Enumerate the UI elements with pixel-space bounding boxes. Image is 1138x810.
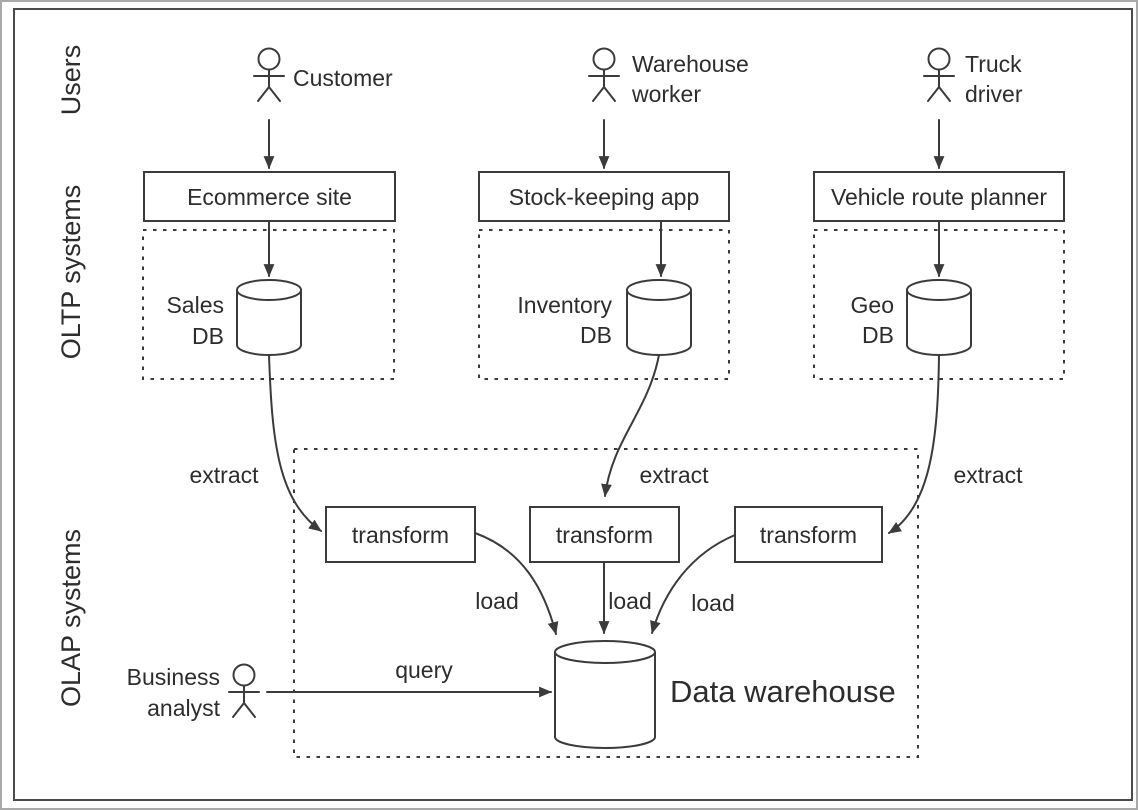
customer-stick-figure [253,47,285,102]
truck-driver-label-line2: driver [965,81,1023,107]
load-label-2: load [608,588,651,614]
transform2-label: transform [556,522,653,548]
row-label-olap-systems: OLAP systems [56,529,86,707]
sales-db-label-line2: DB [192,323,224,349]
inventory-db-label-line2: DB [580,322,612,348]
extract-label-3: extract [953,462,1023,488]
stock-keeping-app-node: Stock-keeping app [478,171,730,222]
ecommerce-site-box [143,171,396,222]
transform3-box [734,506,883,563]
arrow-extract-geo-to-transform3 [888,354,940,534]
extract-label-2: extract [639,462,709,488]
customer-label: Customer [293,65,393,91]
transform2-node: transform [529,506,680,563]
diagram-frame [13,8,1133,801]
geo-db-label-line2: DB [862,322,894,348]
load-label-1: load [475,588,518,614]
truck-driver-label-line1: Truck [965,51,1022,77]
row-label-users: Users [56,45,86,116]
data-warehouse-cylinder [554,640,656,749]
warehouse-worker-label-line2: worker [631,81,701,107]
query-label: query [395,657,453,683]
extract-label-1: extract [189,462,259,488]
transform3-node: transform [734,506,883,563]
warehouse-worker-label-line1: Warehouse [632,51,749,77]
business-analyst-stick-figure [228,663,260,718]
arrow-load-transform3-to-warehouse [650,534,736,635]
olap-dashed-box [293,448,919,758]
ecommerce-site-node: Ecommerce site [143,171,396,222]
arrow-load-transform1-to-warehouse [474,532,559,636]
ecommerce-site-label: Ecommerce site [187,184,352,210]
arrow-extract-inventory-to-transform2 [601,354,660,498]
stock-keeping-app-label: Stock-keeping app [509,184,700,210]
transform1-box [325,506,476,563]
business-analyst-label-line2: analyst [147,695,220,721]
vehicle-route-planner-node: Vehicle route planner [813,171,1065,222]
transform3-label: transform [760,522,857,548]
oltp-geo-dashed-box [813,229,1065,380]
inventory-db-label-line1: Inventory [517,292,612,318]
transform2-box [529,506,680,563]
sales-db-cylinder [236,279,302,356]
sales-db-label-line1: Sales [166,292,224,318]
row-label-oltp-systems: OLTP systems [56,185,86,360]
transform1-node: transform [325,506,476,563]
oltp-inventory-dashed-box [478,229,730,380]
transform1-label: transform [352,522,449,548]
load-label-3: load [691,590,734,616]
truck-driver-stick-figure [923,47,955,102]
geo-db-label-line1: Geo [851,292,894,318]
inventory-db-cylinder [626,279,692,356]
business-analyst-label-line1: Business [127,664,220,690]
arrow-extract-sales-to-transform1 [268,354,322,532]
data-warehouse-label: Data warehouse [670,674,896,709]
vehicle-route-planner-label: Vehicle route planner [831,184,1047,210]
vehicle-route-planner-box [813,171,1065,222]
geo-db-cylinder [906,279,972,356]
stock-keeping-app-box [478,171,730,222]
warehouse-worker-stick-figure [588,47,620,102]
